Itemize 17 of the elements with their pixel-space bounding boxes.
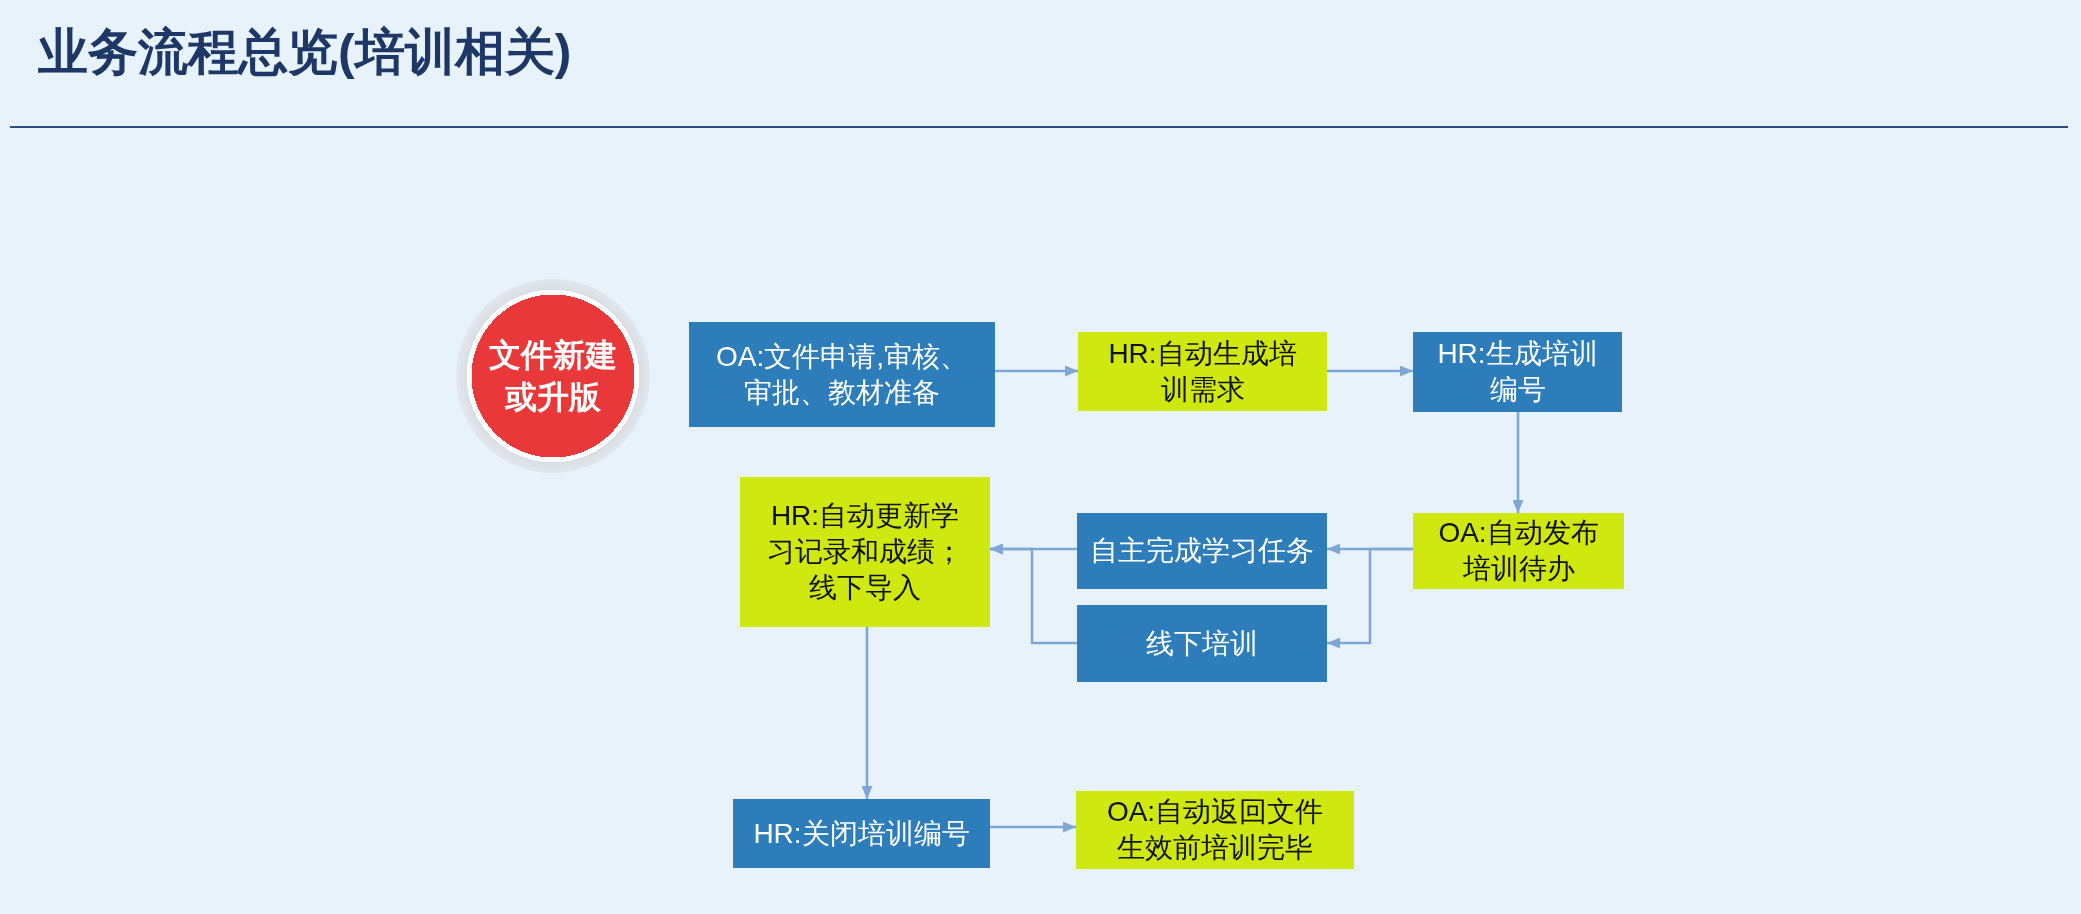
- connector-arrow: [1327, 365, 1413, 377]
- title: 业务流程总览(培训相关): [38, 23, 572, 82]
- connector-arrow: [995, 365, 1078, 377]
- process-box: OA:自动返回文件生效前培训完毕: [1076, 791, 1354, 869]
- connector-arrow: [1327, 547, 1413, 649]
- process-box: HR:自动更新学习记录和成绩；线下导入: [740, 477, 990, 627]
- process-box: HR:关闭培训编号: [733, 799, 990, 868]
- process-box: 自主完成学习任务: [1077, 513, 1327, 589]
- process-box: 线下培训: [1077, 605, 1327, 682]
- process-box: OA:文件申请,审核、审批、教材准备: [689, 322, 995, 427]
- connector-arrow: [861, 627, 873, 799]
- process-box: HR:自动生成培训需求: [1078, 332, 1327, 411]
- process-box: OA:自动发布培训待办: [1413, 513, 1624, 589]
- connector-arrow: [990, 543, 1077, 645]
- connector-arrow: [1512, 412, 1524, 513]
- connector-arrow: [990, 821, 1076, 833]
- process-box: HR:生成培训编号: [1413, 332, 1622, 412]
